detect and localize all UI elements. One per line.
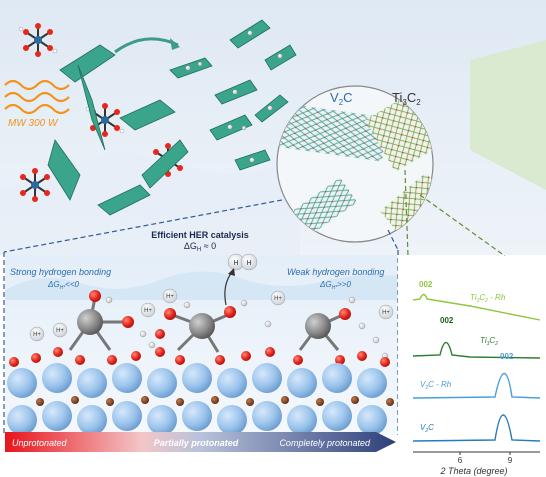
h-plus-1: H+ (30, 327, 44, 341)
weak-bonding-label: Weak hydrogen bonding (287, 267, 384, 277)
h-plus-6: H+ (379, 305, 393, 319)
her-title: Efficient HER catalysis (151, 230, 249, 240)
svg-text:H: H (246, 260, 251, 267)
xrd-tick-label-6: 6 (458, 456, 463, 465)
h-plus-5: H+ (271, 291, 285, 305)
svg-text:H+: H+ (382, 310, 390, 316)
peak-label-ti3c2: 002 (440, 316, 454, 325)
xrd-tick-label-9: 9 (508, 456, 513, 465)
peak-label-v2c: 002 (500, 352, 514, 361)
svg-text:H+: H+ (56, 328, 64, 334)
peak-label-ti3c2-rh: 002 (419, 280, 433, 289)
svg-text:H+: H+ (33, 332, 41, 338)
bar-middle-label: Partially protonated (154, 438, 239, 448)
svg-text:H+: H+ (274, 296, 282, 302)
protonation-bar: Unprotonated Partially protonated Comple… (5, 432, 396, 452)
bar-right-label: Completely protonated (279, 438, 371, 448)
xrd-x-label: 2 Theta (degree) (439, 466, 507, 476)
svg-text:H: H (233, 260, 238, 267)
svg-text:H+: H+ (166, 294, 174, 300)
mw-label: MW 300 W (8, 118, 59, 129)
h-plus-3: H+ (141, 303, 155, 317)
h-plus-4: H+ (163, 289, 177, 303)
bar-left-label: Unprotonated (12, 438, 68, 448)
h-plus-2: H+ (53, 323, 67, 337)
xrd-panel: 6 9 2 Theta (degree) 002 002 002 Ti3C2 -… (398, 256, 544, 476)
strong-bonding-label: Strong hydrogen bonding (10, 267, 111, 277)
svg-text:H+: H+ (144, 308, 152, 314)
